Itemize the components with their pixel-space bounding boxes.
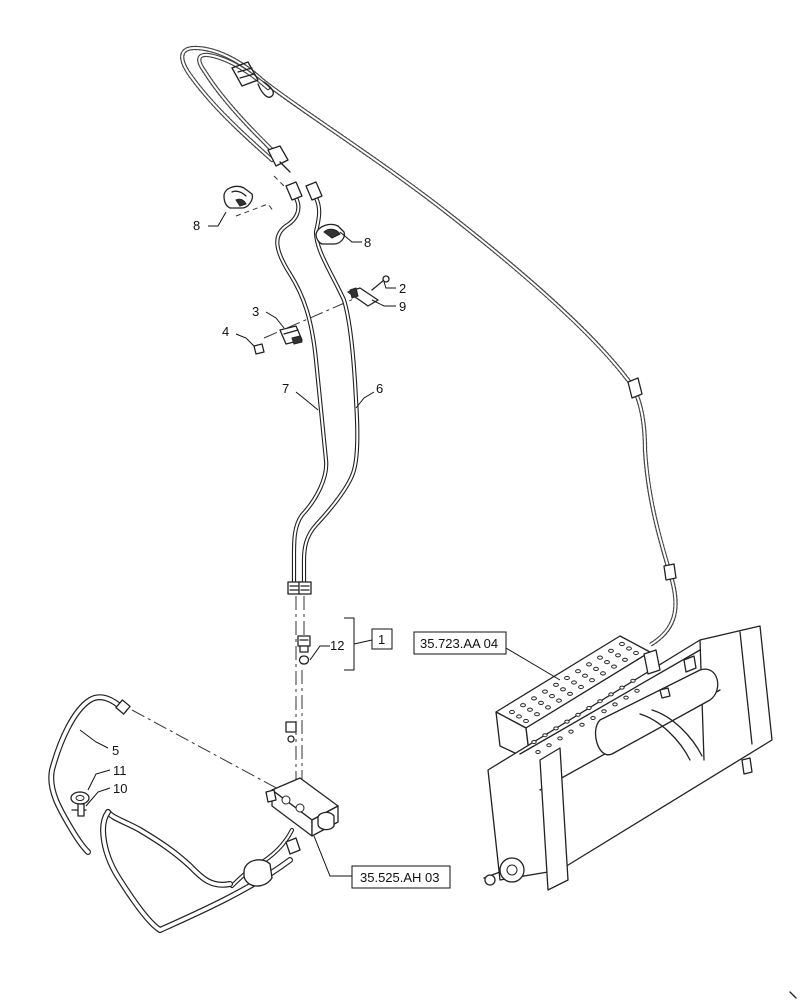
valve-block (265, 777, 339, 837)
reference-frame-box: 35.723.AA 04 (413, 631, 507, 655)
plate-hole (586, 706, 592, 710)
callout-8-upper: 8 (193, 218, 200, 233)
clamp-block-3 (279, 325, 303, 345)
plate-hole (534, 712, 540, 717)
plate-hole (553, 682, 559, 687)
plate-hole (615, 653, 621, 658)
plate-hole (633, 650, 639, 656)
plate-hole (582, 673, 588, 678)
plate-hole (611, 664, 617, 669)
plate-hole (589, 678, 595, 683)
plate-hole (556, 698, 562, 703)
plate-hole (630, 678, 636, 683)
callout-12: 12 (330, 638, 344, 653)
plate-hole (568, 729, 574, 734)
plate-hole (619, 685, 625, 690)
plate-hole (564, 719, 570, 724)
plate-hole (546, 743, 552, 748)
plate-hole (553, 726, 559, 731)
frame-assembly (483, 625, 773, 891)
callout-labels: 8 8 2 9 3 4 7 6 12 5 11 10 (112, 218, 406, 796)
plate-hole (542, 689, 548, 694)
plate-hole (531, 696, 537, 701)
plate-hole (557, 736, 563, 741)
plate-hole (597, 699, 603, 704)
corner-mark (789, 991, 797, 999)
callout-4: 4 (222, 324, 229, 339)
plate-hole (626, 646, 632, 651)
plate-hole (608, 648, 614, 653)
plate-hole (601, 709, 607, 714)
callout-5: 5 (112, 743, 119, 758)
tube-bottom-fittings (287, 581, 312, 595)
plate-hole (575, 712, 581, 717)
screw-10 (71, 803, 87, 817)
plate-hole (523, 718, 529, 724)
callout-8-lower: 8 (364, 235, 371, 250)
plate-hole (564, 675, 570, 681)
fitting-12 (297, 635, 311, 665)
reference-valve-label: 35.525.AH 03 (360, 870, 440, 885)
tube-top-fittings (285, 181, 323, 201)
plate-hole (527, 707, 533, 712)
plate-hole (516, 714, 522, 719)
bolt-2 (371, 275, 390, 291)
reference-frame-label: 35.723.AA 04 (420, 636, 498, 651)
tube-6 (301, 195, 360, 587)
plate-hole (608, 692, 614, 697)
plate-hole (634, 688, 640, 693)
reference-valve-box: 35.525.AH 03 (351, 865, 451, 889)
bracket-9 (347, 287, 379, 307)
nut-4 (253, 343, 265, 355)
callout-3: 3 (252, 304, 259, 319)
callout-10: 10 (113, 781, 127, 796)
plate-hole (578, 684, 584, 690)
plate-hole (612, 702, 618, 707)
plate-holes (509, 641, 640, 754)
plate-hole (520, 703, 526, 708)
clamp-8-upper (223, 185, 254, 209)
callout-1: 1 (378, 632, 385, 647)
hose-5 (48, 694, 131, 855)
plate-hole (586, 662, 592, 667)
valve-lines (100, 809, 301, 933)
plate-hole (542, 733, 548, 738)
callout-11: 11 (113, 763, 127, 778)
callout-1-box: 1 (371, 628, 393, 650)
plate-hole (531, 740, 537, 744)
callout-9: 9 (399, 299, 406, 314)
plate-hole (623, 695, 629, 700)
plate-hole (604, 660, 610, 665)
plate-hole (622, 657, 628, 662)
clamp-8-lower (315, 223, 346, 245)
plate-hole (575, 669, 581, 674)
plate-hole (545, 705, 551, 710)
tube-7 (275, 195, 329, 587)
plate-hole (560, 687, 566, 692)
plate-hole (535, 750, 541, 754)
callout-6: 6 (376, 381, 383, 396)
callout-2: 2 (399, 281, 406, 296)
plate-hole (619, 641, 625, 647)
plate-hole (549, 694, 555, 699)
plate-hole (590, 716, 596, 720)
plate-hole (597, 655, 603, 660)
callout-7: 7 (282, 381, 289, 396)
plate-hole (579, 722, 585, 727)
clamp-11 (70, 791, 90, 805)
plate-hole (509, 709, 515, 715)
plate-hole (571, 680, 577, 685)
plate-hole (567, 691, 573, 696)
plate-hole (538, 700, 544, 706)
plate-hole (600, 671, 606, 676)
leader-lines (79, 211, 561, 877)
long-dotted-hose (180, 45, 678, 648)
plate-hole (593, 666, 599, 672)
valve-fitting (285, 721, 297, 743)
